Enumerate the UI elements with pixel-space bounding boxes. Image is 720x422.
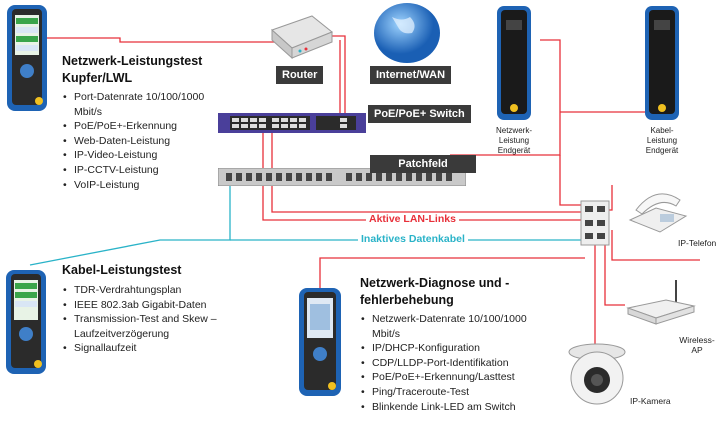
- feature-item: IP-Video-Leistung: [62, 148, 222, 163]
- section-list-network: Port-Datenrate 10/100/1000 Mbit/s PoE/Po…: [62, 90, 222, 192]
- router-icon: [268, 10, 336, 60]
- endpoint-cable-device: [644, 4, 680, 122]
- feature-item: Web-Daten-Leistung: [62, 134, 222, 149]
- endpoint1-label: Netzwerk- Leistung Endgerät: [495, 126, 532, 155]
- endpoint2-label: Kabel- Leistung Endgerät: [645, 126, 679, 155]
- feature-item: Ping/Traceroute-Test: [360, 385, 542, 400]
- section-title-cable: Kabel-Leistungstest: [62, 263, 182, 277]
- wireless-ap-icon: [626, 278, 696, 328]
- switch-label: PoE/PoE+ Switch: [368, 105, 471, 123]
- section-list-cable: TDR-Verdrahtungsplan IEEE 802.3ab Gigabi…: [62, 283, 244, 356]
- wireless-ap-label: Wireless-AP: [679, 335, 715, 355]
- section-title-network: Netzwerk-Leistungstest Kupfer/LWL: [62, 54, 203, 85]
- feature-item: Netzwerk-Datenrate 10/100/1000 Mbit/s: [360, 312, 542, 341]
- feature-item: IP/DHCP-Konfiguration: [360, 341, 542, 356]
- feature-item: Transmission-Test and Skew – Laufzeitver…: [62, 312, 244, 341]
- globe-icon: [372, 2, 442, 64]
- feature-item: IP-CCTV-Leistung: [62, 163, 222, 178]
- ip-phone-icon: [626, 180, 688, 234]
- feature-item: PoE/PoE+-Erkennung/Lasttest: [360, 370, 542, 385]
- section-title-diagnose: Netzwerk-Diagnose und -fehlerbehebung: [360, 276, 510, 307]
- feature-item: CDP/LLDP-Port-Identifikation: [360, 356, 542, 371]
- feature-item: VoIP-Leistung: [62, 178, 222, 193]
- endpoint-network-device: [496, 4, 532, 122]
- ip-phone-label: IP-Telefon: [678, 238, 717, 248]
- ip-camera-icon: [566, 342, 628, 408]
- feature-item: PoE/PoE+-Erkennung: [62, 119, 222, 134]
- patch-label: Patchfeld: [370, 155, 476, 173]
- ip-camera-label: IP-Kamera: [630, 396, 671, 406]
- section-list-diagnose: Netzwerk-Datenrate 10/100/1000 Mbit/s IP…: [360, 312, 542, 414]
- poe-switch-icon: [218, 113, 366, 133]
- inactive-cable-label: Inaktives Datenkabel: [358, 233, 468, 245]
- feature-item: TDR-Verdrahtungsplan: [62, 283, 244, 298]
- feature-item: IEEE 802.3ab Gigabit-Daten: [62, 298, 244, 313]
- feature-item: Port-Datenrate 10/100/1000 Mbit/s: [62, 90, 222, 119]
- tester-device-diagnose: [298, 286, 342, 398]
- active-links-label: Aktive LAN-Links: [366, 213, 459, 225]
- feature-item: Signallaufzeit: [62, 341, 244, 356]
- feature-item: Blinkende Link-LED am Switch: [360, 400, 542, 415]
- wall-outlet-icon: [580, 200, 610, 246]
- router-label: Router: [276, 66, 324, 84]
- tester-device-network: [6, 3, 48, 113]
- tester-device-cable: [5, 268, 47, 376]
- internet-label: Internet/WAN: [370, 66, 452, 84]
